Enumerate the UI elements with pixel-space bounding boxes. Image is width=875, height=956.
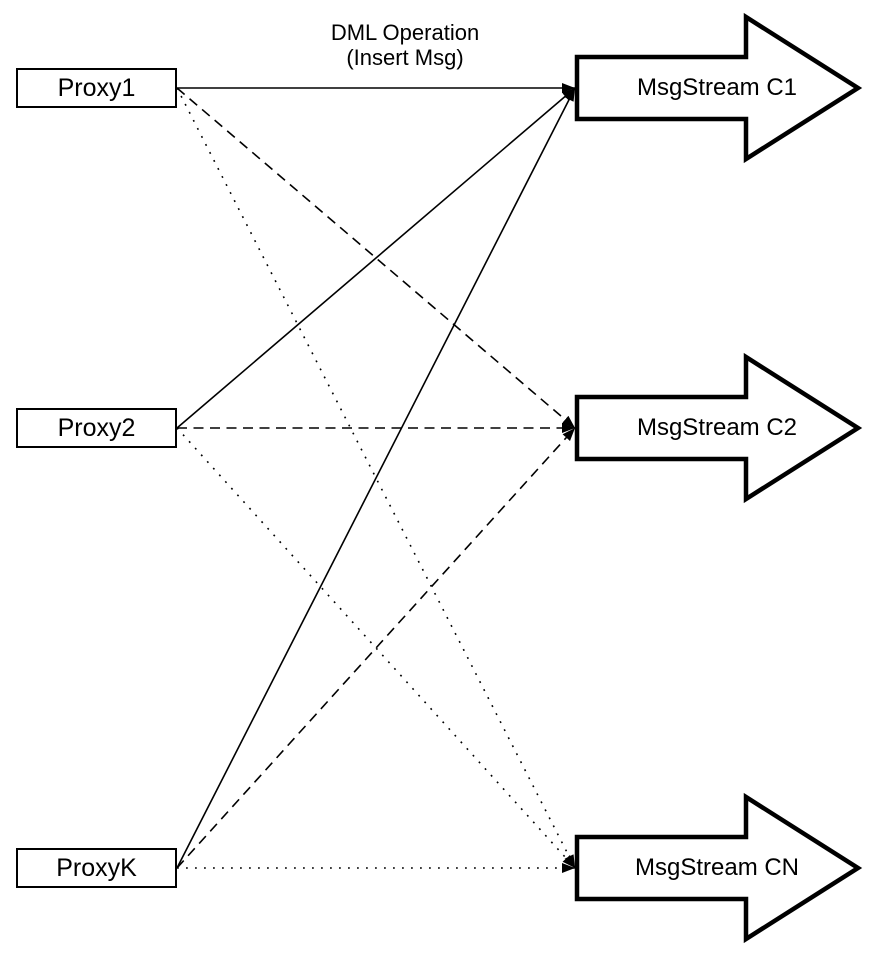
diagram-title-line2: (Insert Msg)	[346, 45, 464, 70]
msgstream-cn-arrow	[574, 792, 863, 944]
edge-proxy1-cn	[176, 87, 576, 869]
node-proxy2: Proxy2	[16, 408, 177, 448]
edge-proxyk-c1	[176, 87, 576, 869]
node-proxy1: Proxy1	[16, 68, 177, 108]
connector-edges-group	[176, 83, 576, 873]
stream-label-c2: MsgStream C2	[636, 414, 798, 441]
msgstream-c1-arrow	[574, 12, 863, 164]
node-proxyk: ProxyK	[16, 848, 177, 888]
proxy-label: Proxy2	[57, 414, 136, 442]
edge-proxy2-c1	[176, 87, 576, 429]
proxy-label: Proxy1	[57, 74, 136, 102]
msgstream-c2-arrow	[574, 352, 863, 504]
proxy-label: ProxyK	[56, 854, 137, 882]
edge-proxy1-c2	[176, 87, 576, 429]
diagram-title-line1: DML Operation	[330, 20, 480, 45]
stream-label-c1: MsgStream C1	[636, 74, 798, 101]
stream-label-cn: MsgStream CN	[634, 854, 800, 881]
diagram-title: DML Operation (Insert Msg)	[255, 20, 555, 70]
